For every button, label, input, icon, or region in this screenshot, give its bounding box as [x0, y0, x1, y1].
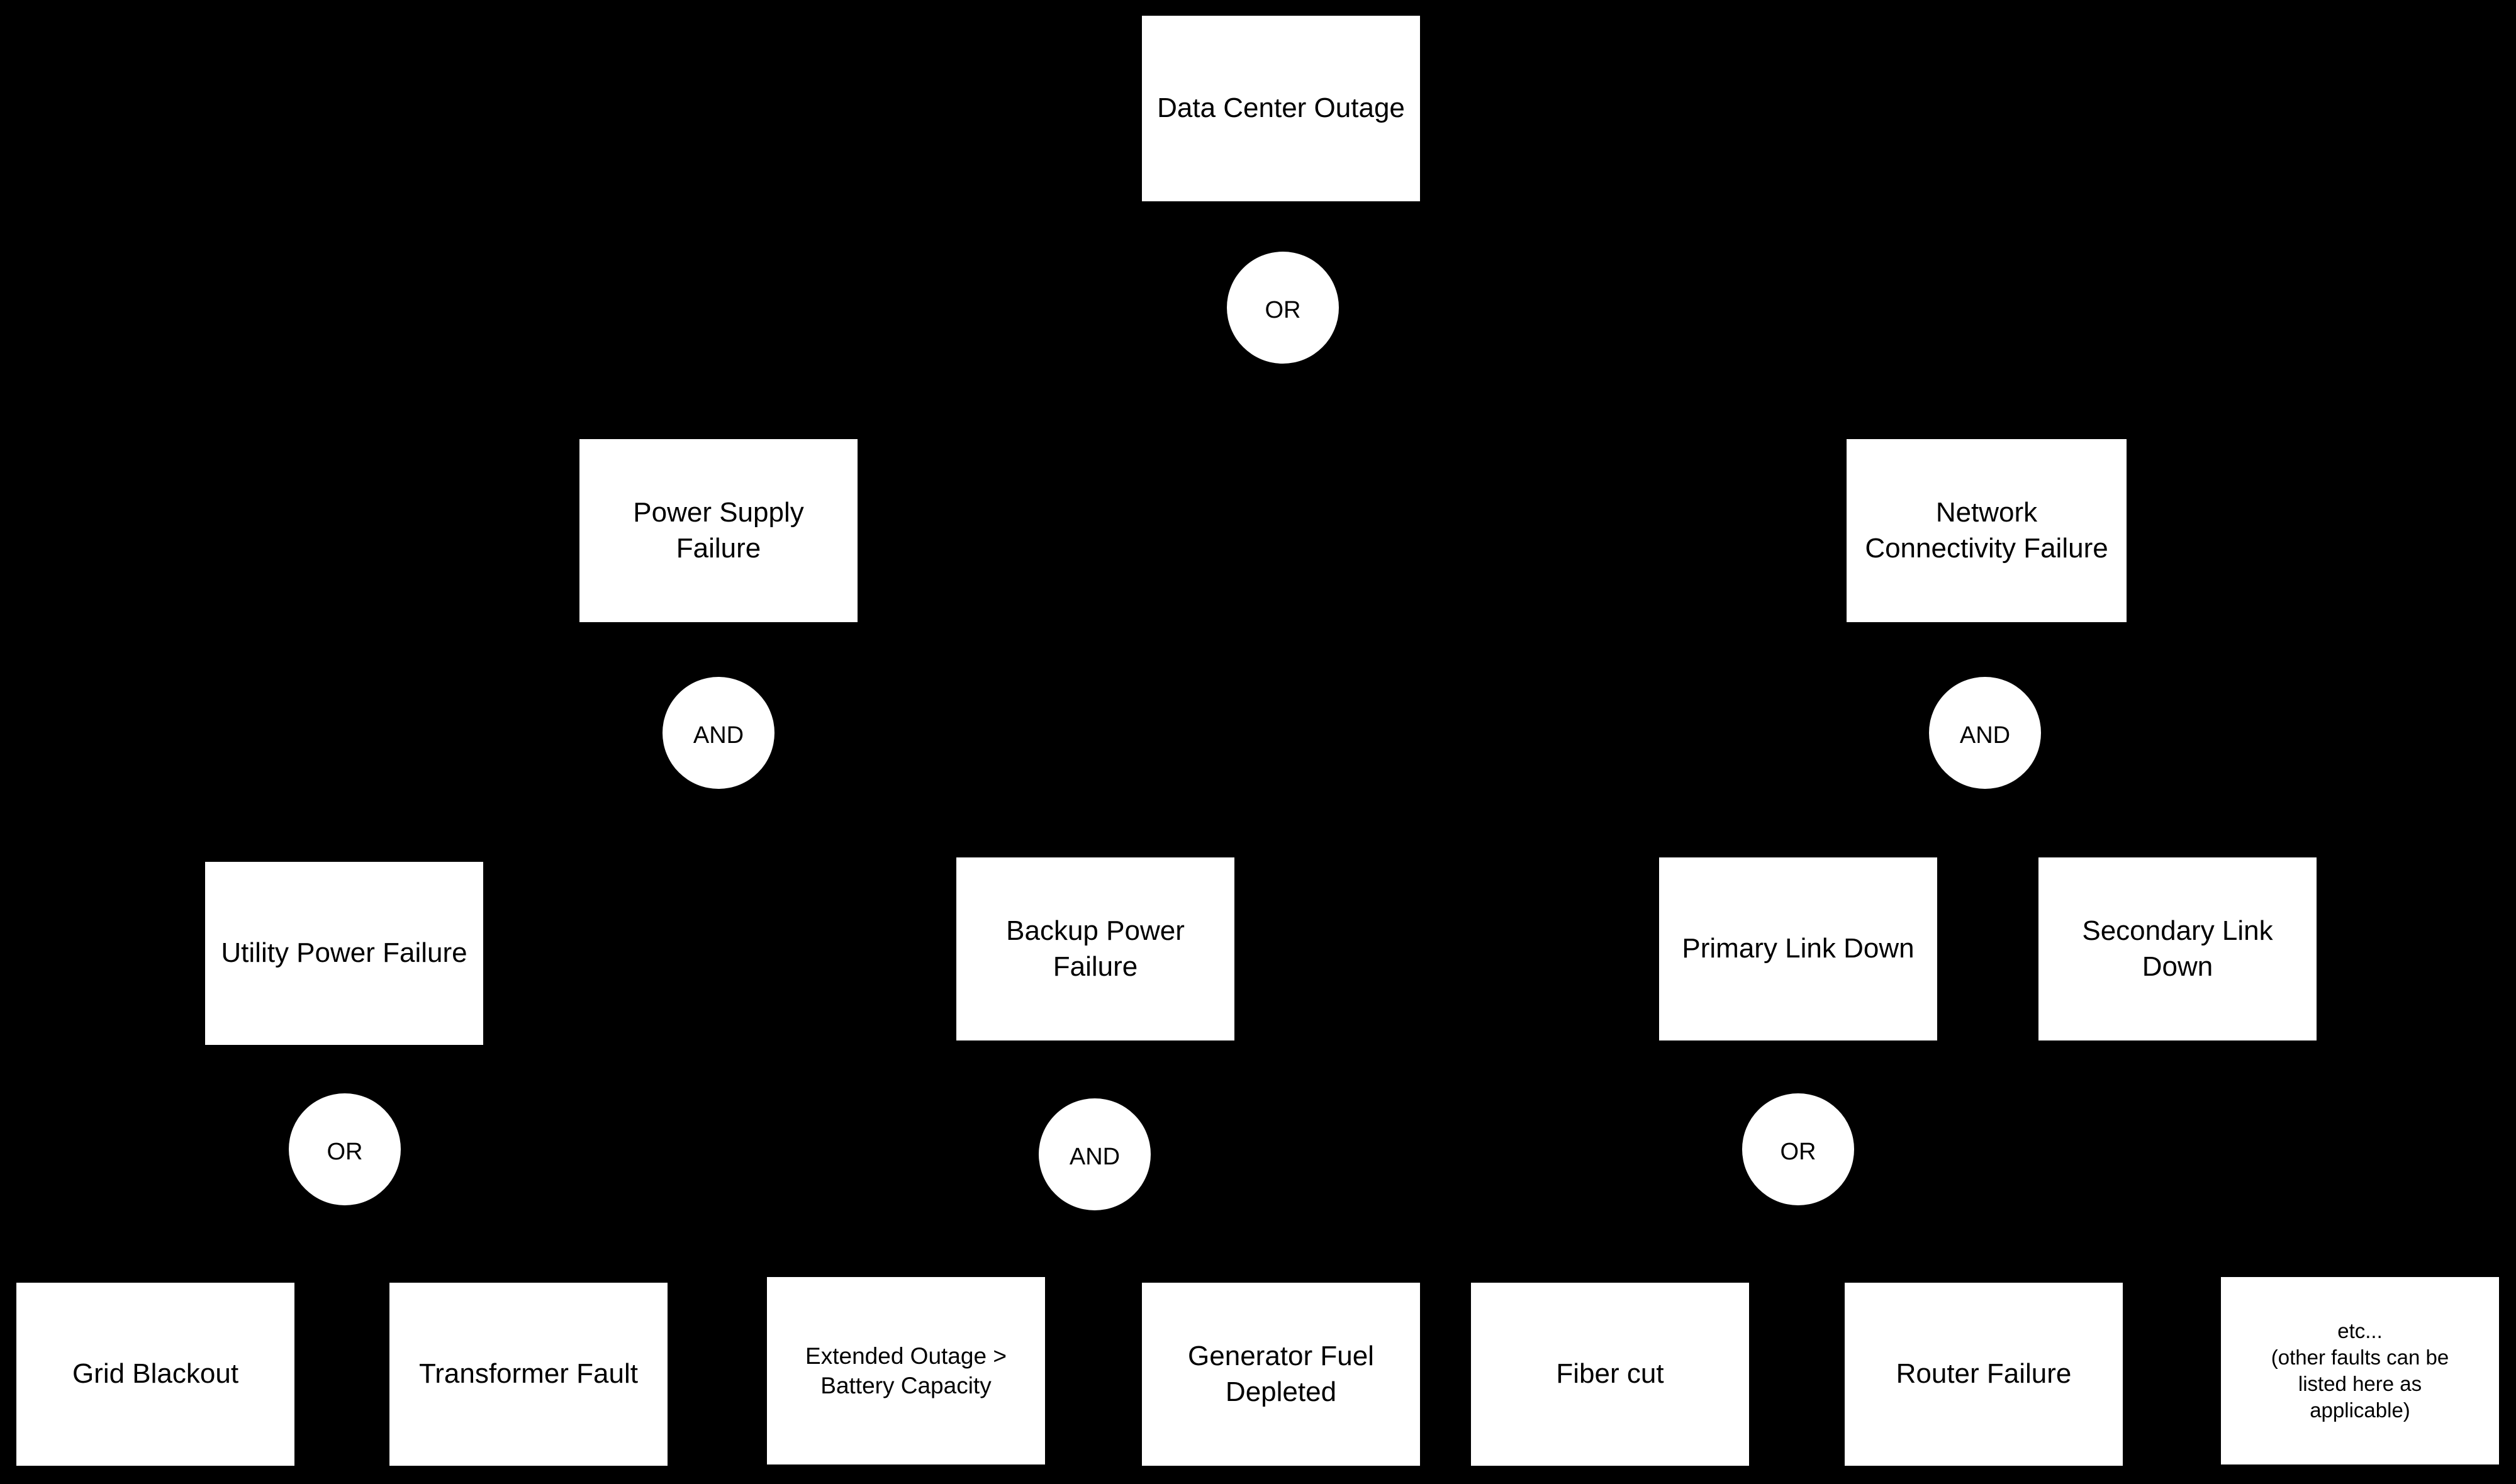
fault-node-router-failure[interactable]: Router Failure [1845, 1283, 2123, 1466]
tree-connector [1280, 364, 1283, 401]
tree-connector [343, 1205, 347, 1246]
fault-node-primary-link-down[interactable]: Primary Link Down [1659, 857, 1937, 1040]
tree-connector [717, 789, 721, 824]
tree-connector [1280, 201, 1283, 252]
logic-gate-gate-primary-link-or[interactable]: OR [1742, 1093, 1854, 1205]
fault-node-fiber-cut[interactable]: Fiber cut [1471, 1283, 1749, 1466]
tree-connector [1093, 822, 1097, 857]
logic-gate-label: OR [327, 1138, 363, 1165]
tree-connector [2176, 822, 2179, 857]
logic-gate-label: OR [1780, 1138, 1816, 1165]
tree-connector [904, 1244, 908, 1278]
tree-connector [343, 822, 1096, 826]
tree-connector [1093, 1210, 1097, 1246]
tree-connector [1796, 822, 1800, 857]
tree-connector [1093, 1041, 1097, 1098]
tree-connector [1984, 622, 1988, 677]
logic-gate-gate-top-or[interactable]: OR [1227, 252, 1339, 364]
logic-gate-gate-network-and[interactable]: AND [1929, 677, 2041, 789]
fault-node-etc-other-faults[interactable]: etc... (other faults can be listed here … [2221, 1277, 2499, 1464]
logic-gate-gate-power-supply-and[interactable]: AND [663, 677, 774, 789]
fault-node-grid-blackout[interactable]: Grid Blackout [16, 1283, 294, 1466]
logic-gate-gate-backup-and[interactable]: AND [1039, 1098, 1151, 1210]
tree-connector [527, 1244, 531, 1283]
tree-connector [1982, 1244, 1986, 1283]
tree-connector [717, 622, 721, 677]
tree-connector [717, 399, 1988, 403]
tree-connector [343, 822, 347, 862]
fault-node-power-supply-failure[interactable]: Power Supply Failure [579, 439, 858, 622]
tree-connector [1608, 1244, 1612, 1283]
fault-node-transformer-fault[interactable]: Transformer Fault [389, 1283, 668, 1466]
fault-node-backup-power-failure[interactable]: Backup Power Failure [956, 857, 1234, 1040]
tree-connector [1984, 789, 1988, 824]
tree-connector [1984, 399, 1988, 439]
tree-connector [343, 1045, 347, 1093]
tree-connector [1278, 1244, 1282, 1283]
tree-connector [1796, 1041, 1800, 1093]
tree-connector [717, 399, 721, 439]
logic-gate-label: AND [693, 722, 744, 749]
fault-node-utility-power-failure[interactable]: Utility Power Failure [205, 862, 483, 1045]
logic-gate-gate-utility-or[interactable]: OR [289, 1093, 401, 1205]
tree-connector [154, 1244, 157, 1283]
tree-connector [904, 1244, 1282, 1247]
fault-node-secondary-link-down[interactable]: Secondary Link Down [2038, 857, 2317, 1040]
tree-connector [1796, 1205, 1800, 1246]
tree-connector [1608, 1244, 1986, 1247]
fault-node-extended-outage-battery-capacity[interactable]: Extended Outage > Battery Capacity [767, 1277, 1045, 1464]
fault-node-generator-fuel-depleted[interactable]: Generator Fuel Depleted [1142, 1283, 1420, 1466]
logic-gate-label: OR [1265, 296, 1301, 323]
fault-node-data-center-outage[interactable]: Data Center Outage [1142, 16, 1420, 201]
logic-gate-label: AND [1959, 722, 2011, 749]
tree-connector [154, 1244, 531, 1247]
fault-node-network-connectivity-failure[interactable]: Network Connectivity Failure [1847, 439, 2127, 622]
logic-gate-label: AND [1069, 1143, 1121, 1170]
tree-connector [1796, 822, 2178, 826]
